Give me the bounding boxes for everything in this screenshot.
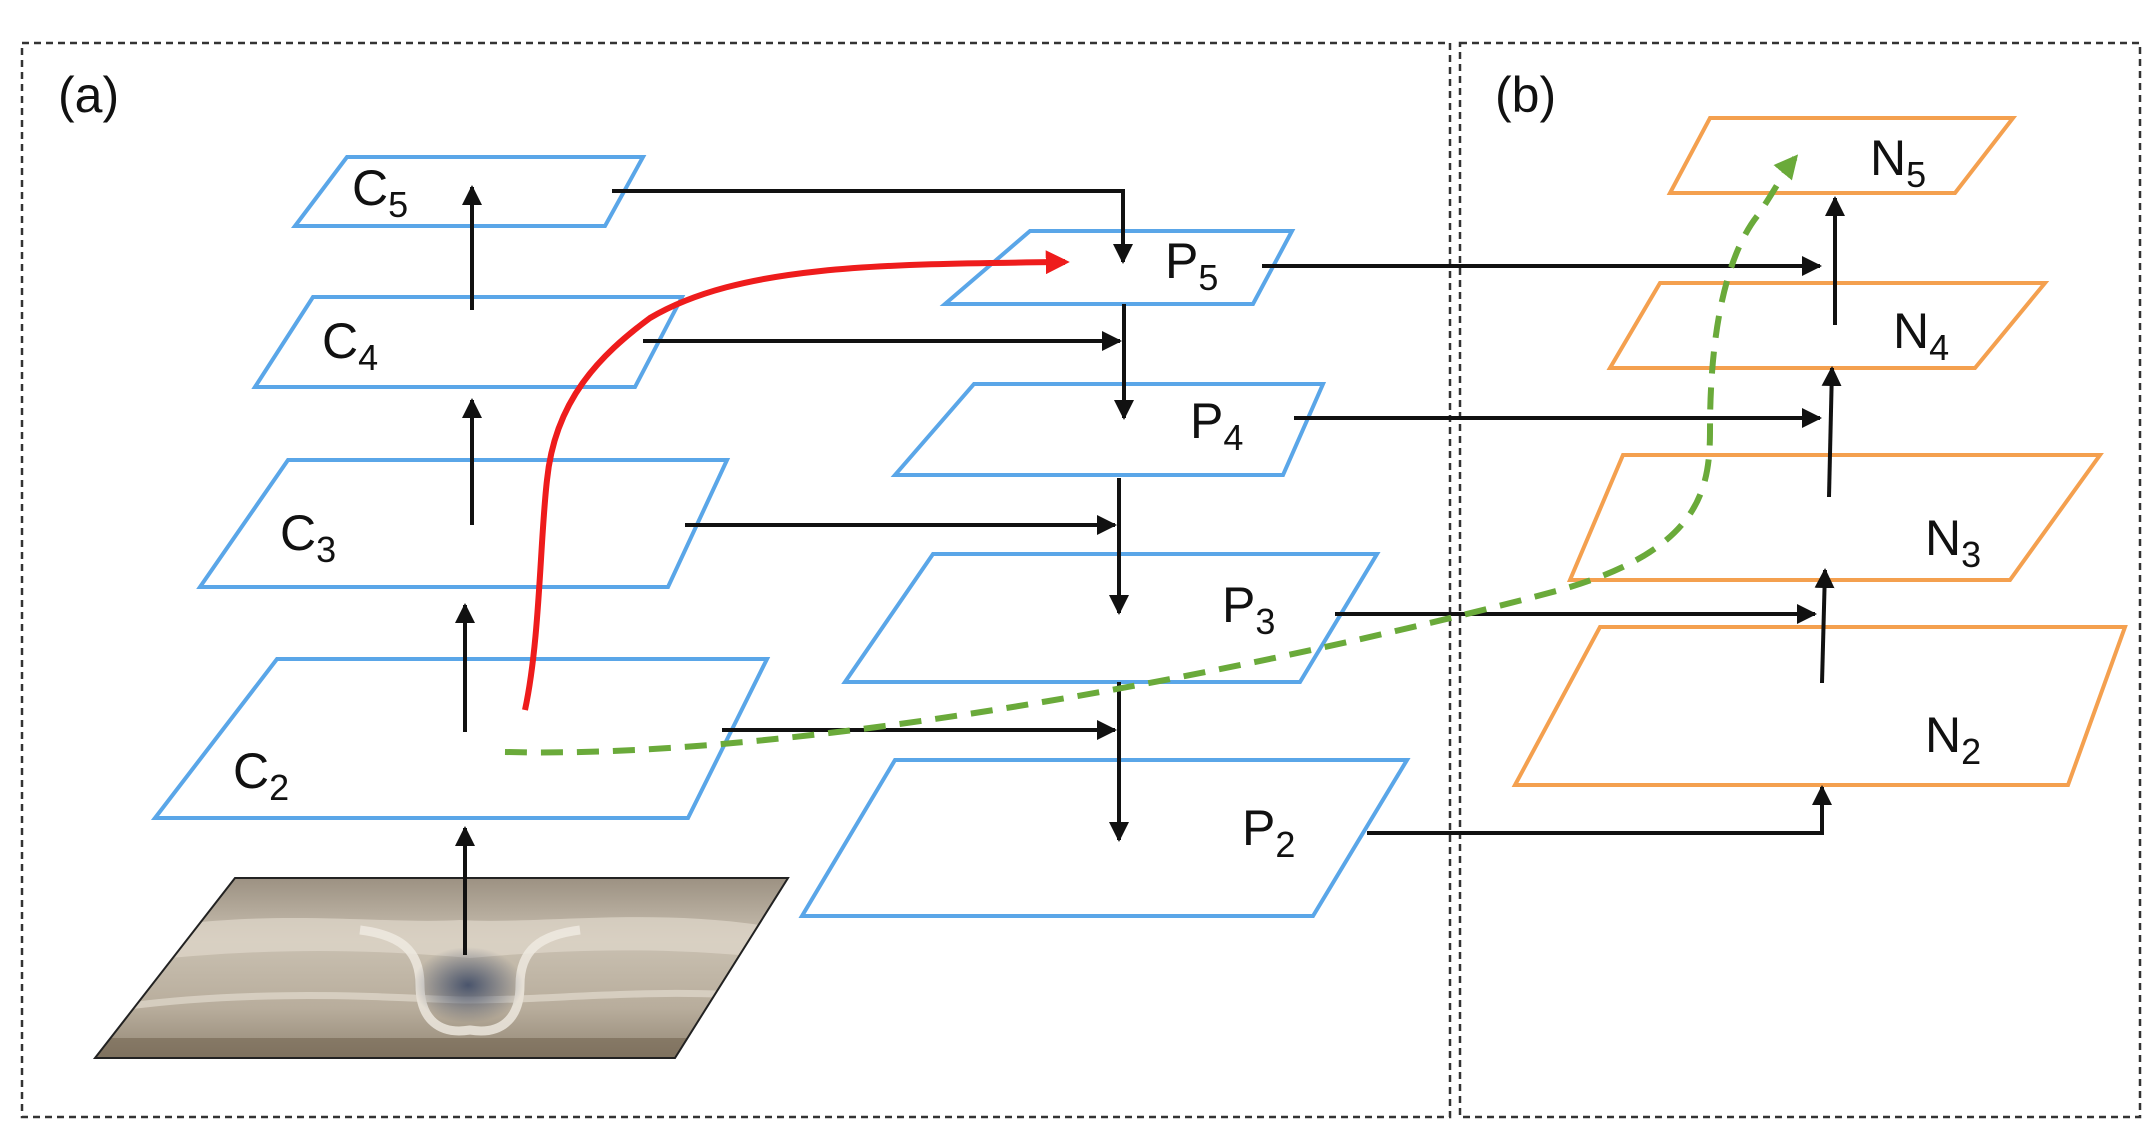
arrow-c5-to-p5: [612, 189, 1133, 264]
plane-n4: [1606, 281, 2050, 370]
red-long-path-arrow: [522, 250, 1070, 711]
arrow-n2-to-n3: [1814, 568, 1835, 684]
arrow-n3-to-n4: [1821, 366, 1842, 498]
panel-b-border: [1458, 41, 2142, 1119]
plane-c3: [196, 458, 731, 589]
label-p3: P3: [1222, 577, 1275, 642]
plane-p5: [939, 229, 1296, 306]
panel-a-label: (a): [58, 67, 119, 123]
input-image-thumbnail: [92, 877, 790, 1059]
label-p4: P4: [1190, 393, 1243, 458]
arrow-p2-to-n2: [1367, 785, 1832, 835]
plane-c4: [251, 295, 686, 389]
plane-c2: [150, 657, 771, 820]
label-c4: C4: [322, 313, 378, 378]
label-c2: C2: [233, 743, 289, 808]
label-n4: N4: [1893, 303, 1949, 368]
label-c5: C5: [352, 160, 408, 225]
panel-b-label: (b): [1495, 67, 1556, 123]
plane-c5: [290, 155, 647, 228]
plane-p4: [890, 382, 1327, 477]
label-n5: N5: [1870, 130, 1926, 195]
label-n3: N3: [1925, 510, 1981, 575]
plane-p3: [841, 552, 1381, 684]
label-p5: P5: [1165, 233, 1218, 298]
label-c3: C3: [280, 505, 336, 570]
panel-a-border: [20, 41, 1452, 1119]
green-shortcut-path-arrow: [504, 154, 1799, 756]
label-n2: N2: [1925, 707, 1981, 772]
plane-n3: [1566, 453, 2104, 582]
plane-p2: [798, 758, 1411, 918]
plane-n5: [1666, 116, 2018, 195]
label-p2: P2: [1242, 800, 1295, 865]
plane-n2: [1511, 625, 2128, 787]
